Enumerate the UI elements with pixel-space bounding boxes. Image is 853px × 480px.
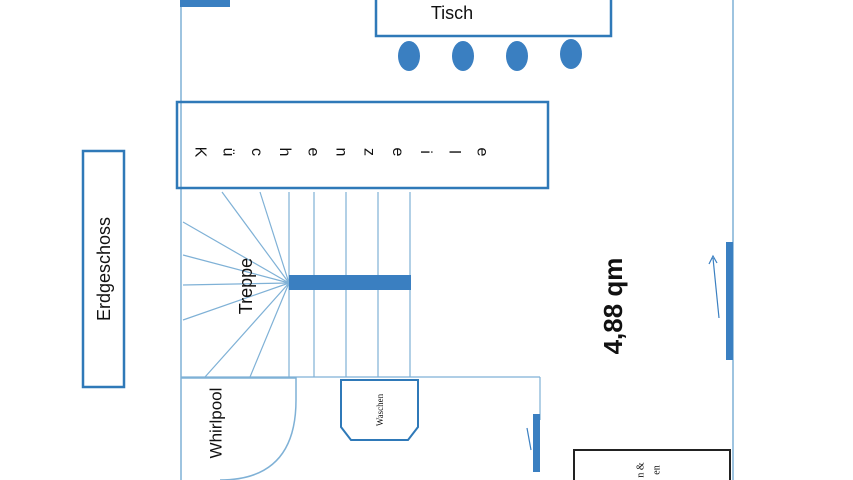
staircase (181, 191, 541, 420)
kitchen-letter: l (445, 150, 462, 154)
whirlpool-label: Whirlpool (207, 388, 226, 459)
kitchen-letter: z (361, 148, 378, 156)
whirlpool-outline (181, 377, 297, 480)
stair-winder-line (182, 282, 290, 286)
kitchen-letter: K (192, 147, 209, 158)
bottom-right-box-text-2: en (652, 465, 663, 474)
stair-winder-line (259, 191, 290, 284)
kitchen-letter: e (474, 148, 491, 157)
kitchen-letter: e (304, 148, 321, 157)
floor-label: Erdgeschoss (94, 217, 114, 321)
kitchen-letter: i (417, 150, 434, 154)
stair-winder-line (182, 221, 290, 284)
kitchen-letter: ü (220, 148, 237, 157)
wash-basin-outline (340, 379, 419, 441)
kitchen-letter: c (248, 148, 265, 156)
kitchen-letter: h (276, 148, 293, 157)
lower-door (533, 414, 540, 472)
bottom-right-box (573, 449, 731, 480)
stair-winder-line (221, 191, 290, 284)
chair (452, 41, 474, 71)
stair-winder-line (204, 282, 290, 378)
wash-label: Waschen (375, 393, 385, 426)
stair-winder-line (182, 282, 290, 321)
stairs-label: Treppe (236, 258, 256, 314)
area-label: 4,88 qm (598, 258, 628, 355)
kitchen-letter: n (333, 148, 350, 157)
chairs (398, 39, 582, 71)
table-label: Tisch (431, 3, 473, 23)
floor-label-box (81, 149, 126, 389)
stair-winder-line (182, 254, 290, 284)
bottom-right-box-text-1: n & (636, 462, 647, 478)
right-door-arrow (708, 254, 718, 265)
kitchen-counter-box (175, 100, 550, 190)
chair (506, 41, 528, 71)
table-box (374, 0, 613, 38)
stair-winder-line (249, 282, 290, 378)
chair (560, 39, 582, 69)
top-door-marker (180, 0, 230, 7)
lower-door-swing (526, 427, 532, 451)
chair (398, 41, 420, 71)
right-door-swing (712, 257, 720, 319)
kitchen-letter: e (389, 148, 406, 157)
stair-landing-bar (289, 275, 411, 290)
right-door (726, 242, 733, 360)
